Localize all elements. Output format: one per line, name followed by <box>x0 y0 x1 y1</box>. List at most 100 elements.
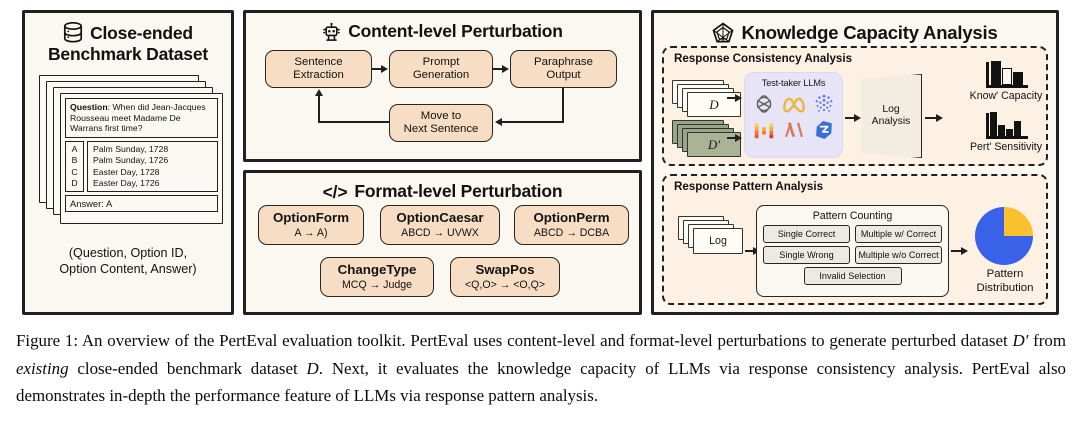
caption-emph-existing: existing <box>16 358 69 378</box>
know-capacity-bar-2 <box>1013 72 1023 86</box>
sentence-extraction-line2: Extraction <box>293 69 344 81</box>
know-capacity-x-axis <box>986 85 1028 88</box>
arrow-move-up-line <box>318 96 320 122</box>
content-panel-title-text: Content-level Perturbation <box>348 21 563 41</box>
move-next-line2: Next Sentence <box>403 123 479 135</box>
box-optionform[interactable]: OptionForm A → A) <box>258 205 364 245</box>
optionform-sub: A → A) <box>294 227 328 239</box>
prompt-generation-line1: Prompt <box>422 55 460 68</box>
pert-sensitivity-bar-2 <box>1006 129 1013 137</box>
box-optionperm[interactable]: OptionPerm ABCD → DCBA <box>514 205 629 245</box>
pattern-counting-row-3: Invalid Selection <box>757 264 948 285</box>
pert-sensitivity-chart <box>986 112 1028 139</box>
paraphrase-output-line1: Paraphrase <box>534 55 593 68</box>
pert-sensitivity-x-axis <box>986 136 1028 139</box>
caption-var-d: D <box>306 358 319 378</box>
arrow-prompt-to-paraphrase-line <box>493 68 503 70</box>
question-text-box: Question: When did Jean-Jacques Rousseau… <box>65 98 218 138</box>
meta-icon <box>781 91 806 116</box>
pattern-counting-title: Pattern Counting <box>812 210 893 222</box>
question-text: : When did Jean-Jacques Rousseau meet Ma… <box>70 102 206 134</box>
sentence-extraction-line1: Sentence <box>294 55 343 68</box>
option-id-1: B <box>71 155 78 166</box>
kca-panel-title-text: Knowledge Capacity Analysis <box>741 22 998 43</box>
box-optioncaesar[interactable]: OptionCaesar ABCD → UVWX <box>380 205 500 245</box>
pattern-cell-invalid-selection[interactable]: Invalid Selection <box>803 267 902 285</box>
arrow-prompt-to-paraphrase-head <box>502 64 509 73</box>
pattern-cell-single-correct[interactable]: Single Correct <box>763 225 850 243</box>
kca-panel-title: Knowledge Capacity Analysis <box>654 13 1056 44</box>
pert-sensitivity-bar-0 <box>990 112 997 137</box>
arrow-paraphrase-to-move-head <box>495 117 502 126</box>
question-card-stack: Question: When did Jean-Jacques Rousseau… <box>39 75 223 225</box>
box-move-to-next-sentence[interactable]: Move to Next Sentence <box>389 104 493 142</box>
log-analysis-text: Log Analysis <box>860 74 922 158</box>
option-id-2: C <box>71 166 78 177</box>
optioncaesar-sub: ABCD → UVWX <box>401 227 479 239</box>
log-analysis-node: Log Analysis <box>860 74 922 158</box>
dataset-tuple-line2: Option Content, Answer) <box>59 262 197 276</box>
box-sentence-extraction[interactable]: Sentence Extraction <box>265 50 372 88</box>
know-capacity-caption: Know' Capacity <box>969 90 1043 102</box>
optionform-title: OptionForm <box>272 210 350 225</box>
pattern-cell-multiple-without-correct[interactable]: Multiple w/o Correct <box>855 246 942 264</box>
caption-mid2: close-ended benchmark dataset <box>68 358 307 378</box>
content-panel-title: Content-level Perturbation <box>246 13 639 42</box>
llm-logo-grid <box>745 88 842 142</box>
arrow-log-to-outputs-line <box>925 117 938 119</box>
test-taker-llms-box: Test-taker LLMs <box>744 72 843 158</box>
box-swappos[interactable]: SwapPos <Q,O> → <O,Q> <box>450 257 560 297</box>
format-panel-title-text: Format-level Perturbation <box>354 181 563 201</box>
option-value-1: Palm Sunday, 1726 <box>93 155 169 166</box>
pie-caption-line1: Pattern <box>986 268 1024 280</box>
log-card-stack: Log <box>678 216 748 278</box>
pattern-counting-row-2: Single Wrong Multiple w/o Correct <box>757 243 948 264</box>
arrow-paraphrase-down-line <box>562 88 564 123</box>
option-value-2: Easter Day, 1728 <box>93 166 160 177</box>
pert-sensitivity-caption: Pert' Sensitivity <box>969 141 1043 153</box>
arrow-llm-to-log-head <box>854 113 861 122</box>
know-capacity-y-axis <box>986 62 989 88</box>
arrow-log-to-outputs-head <box>936 113 943 122</box>
changetype-title: ChangeType <box>337 262 417 277</box>
arrow-llm-to-log-line <box>845 117 856 119</box>
arrow-D-to-llm-line <box>727 97 737 99</box>
caption-var-dprime: D′ <box>1012 331 1029 350</box>
optioncaesar-title: OptionCaesar <box>396 210 484 225</box>
anthropic-icon <box>781 117 806 142</box>
box-paraphrase-output[interactable]: Paraphrase Output <box>510 50 617 88</box>
pert-sensitivity-y-axis <box>986 113 989 139</box>
box-changetype[interactable]: ChangeType MCQ → Judge <box>320 257 434 297</box>
arrow-extraction-to-prompt-head <box>381 64 388 73</box>
pattern-distribution-pie-chart <box>975 207 1033 265</box>
pattern-cell-multiple-with-correct[interactable]: Multiple w/ Correct <box>855 225 942 243</box>
know-capacity-bar-1 <box>1002 68 1012 86</box>
know-capacity-bar-0 <box>991 61 1001 86</box>
arrow-log-to-counting-line <box>745 250 754 252</box>
option-values: Palm Sunday, 1728 Palm Sunday, 1726 East… <box>87 140 218 193</box>
options-row: A B C D Palm Sunday, 1728 Palm Sunday, 1… <box>65 140 218 193</box>
arrow-move-left-line <box>318 121 390 123</box>
pattern-section-title: Response Pattern Analysis <box>674 180 824 193</box>
question-card: Question: When did Jean-Jacques Rousseau… <box>60 93 223 224</box>
optionperm-sub: ABCD → DCBA <box>533 227 610 239</box>
pattern-distribution-caption: Pattern Distribution <box>955 268 1055 295</box>
robot-icon <box>322 22 341 42</box>
dataset-tuple-line1: (Question, Option ID, <box>68 246 188 260</box>
arrow-Dprime-to-llm-line <box>727 137 737 139</box>
arrow-extraction-to-prompt-line <box>372 68 382 70</box>
box-prompt-generation[interactable]: Prompt Generation <box>389 50 493 88</box>
option-ids: A B C D <box>65 140 84 193</box>
arrow-paraphrase-left-line <box>502 121 564 123</box>
pie-caption-line2: Distribution <box>976 281 1034 294</box>
option-id-3: D <box>71 178 78 188</box>
swappos-sub: <Q,O> → <O,Q> <box>464 279 546 291</box>
Dprime-card: D' <box>687 132 741 157</box>
log-analysis-line2: Analysis <box>871 116 911 127</box>
panel-close-ended-benchmark-dataset: Close-ended Benchmark Dataset Question: … <box>22 10 234 315</box>
mistral-icon <box>751 117 776 142</box>
pattern-counting-row-1: Single Correct Multiple w/ Correct <box>757 222 948 243</box>
pattern-cell-single-wrong[interactable]: Single Wrong <box>763 246 850 264</box>
dataset-title-line2: Benchmark Dataset <box>47 44 208 64</box>
